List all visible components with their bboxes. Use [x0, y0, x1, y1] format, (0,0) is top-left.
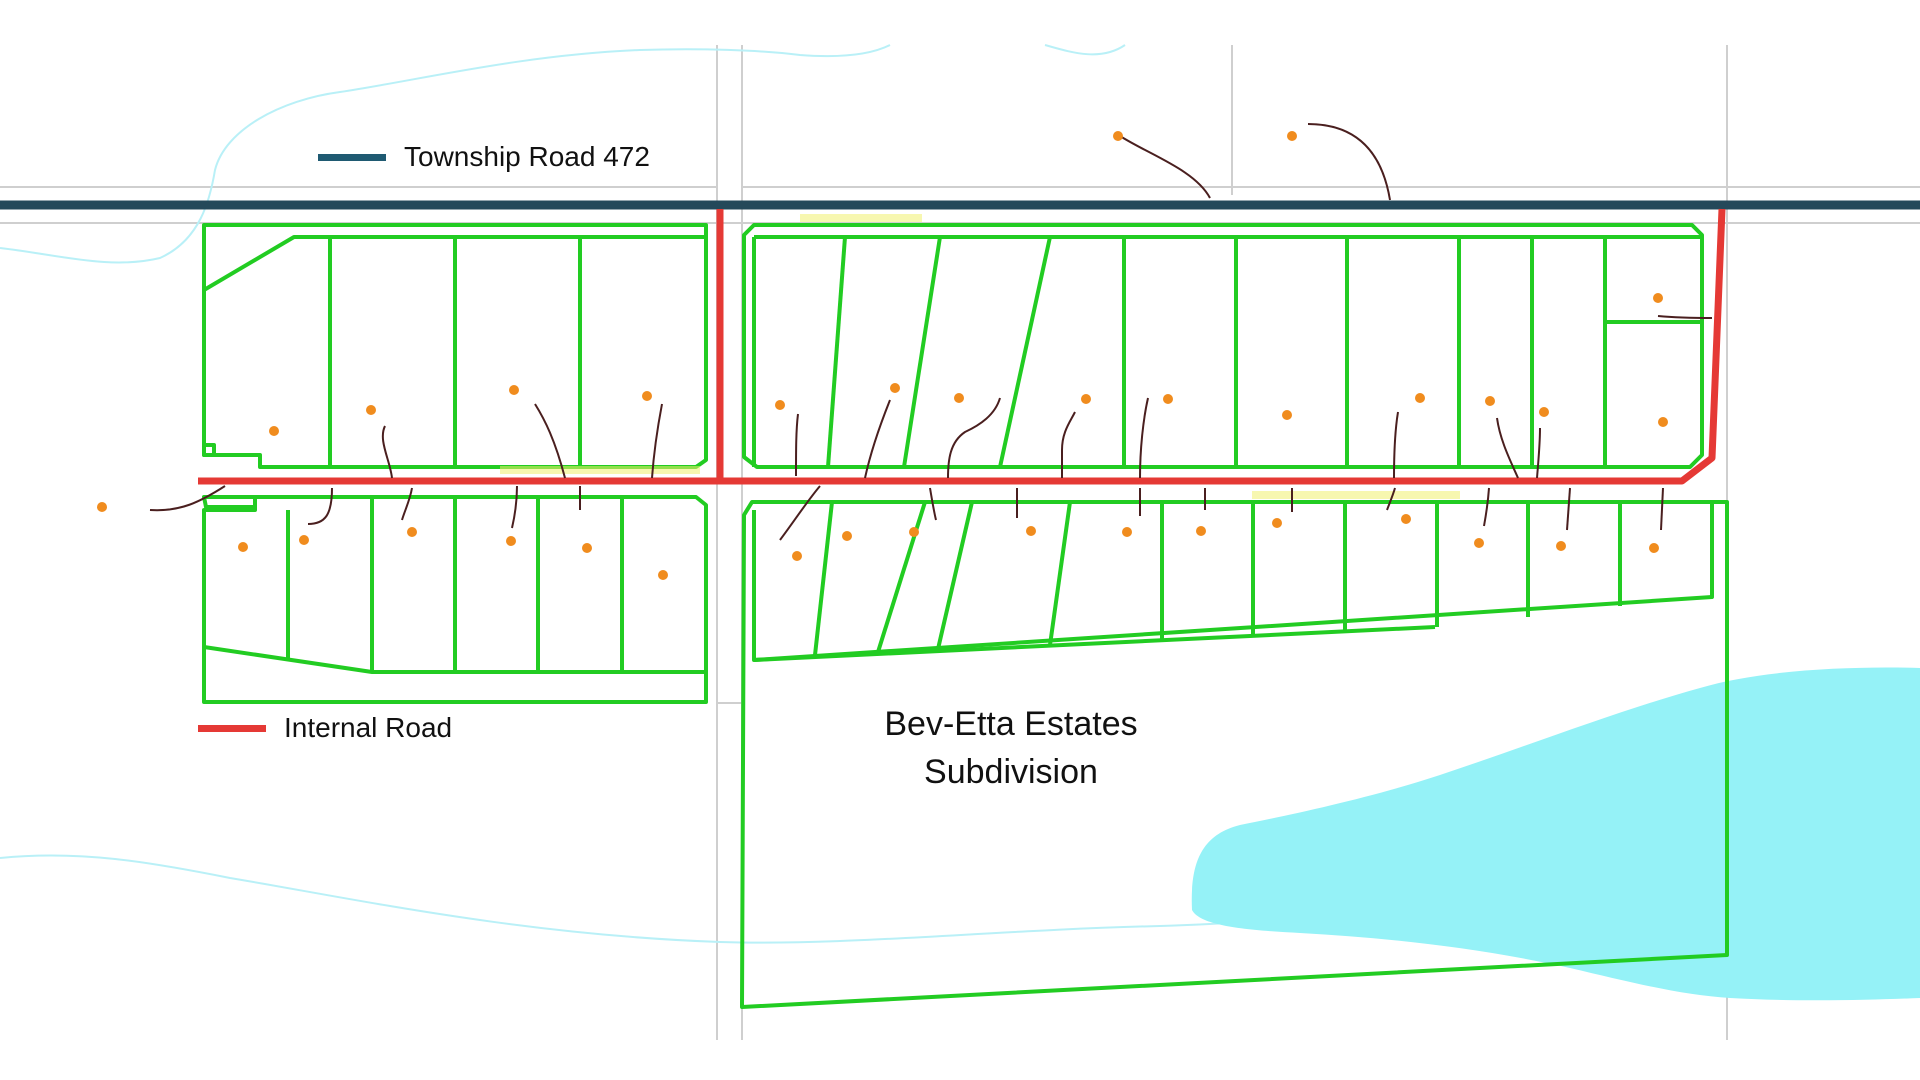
driveways [149, 123, 1713, 541]
legend-township-road-label: Township Road 472 [404, 141, 650, 172]
creek-outlines [0, 44, 1371, 944]
township-road-swatch [318, 153, 386, 161]
internal-road [198, 208, 1726, 485]
parcel-boundaries [202, 223, 1729, 1009]
faint-road-labels [500, 214, 1460, 499]
well-markers [97, 131, 1668, 580]
subdivision-title-line2: Subdivision [924, 753, 1098, 791]
legend-township-road: Township Road 472 [318, 141, 650, 173]
legend-internal-road: Internal Road [198, 712, 452, 744]
subdivision-title: Bev-Etta Estates Subdivision [811, 700, 1211, 796]
lake [1191, 667, 1920, 1001]
legend-internal-road-label: Internal Road [284, 712, 453, 743]
internal-road-swatch [198, 724, 266, 732]
subdivision-title-line1: Bev-Etta Estates [884, 705, 1138, 743]
